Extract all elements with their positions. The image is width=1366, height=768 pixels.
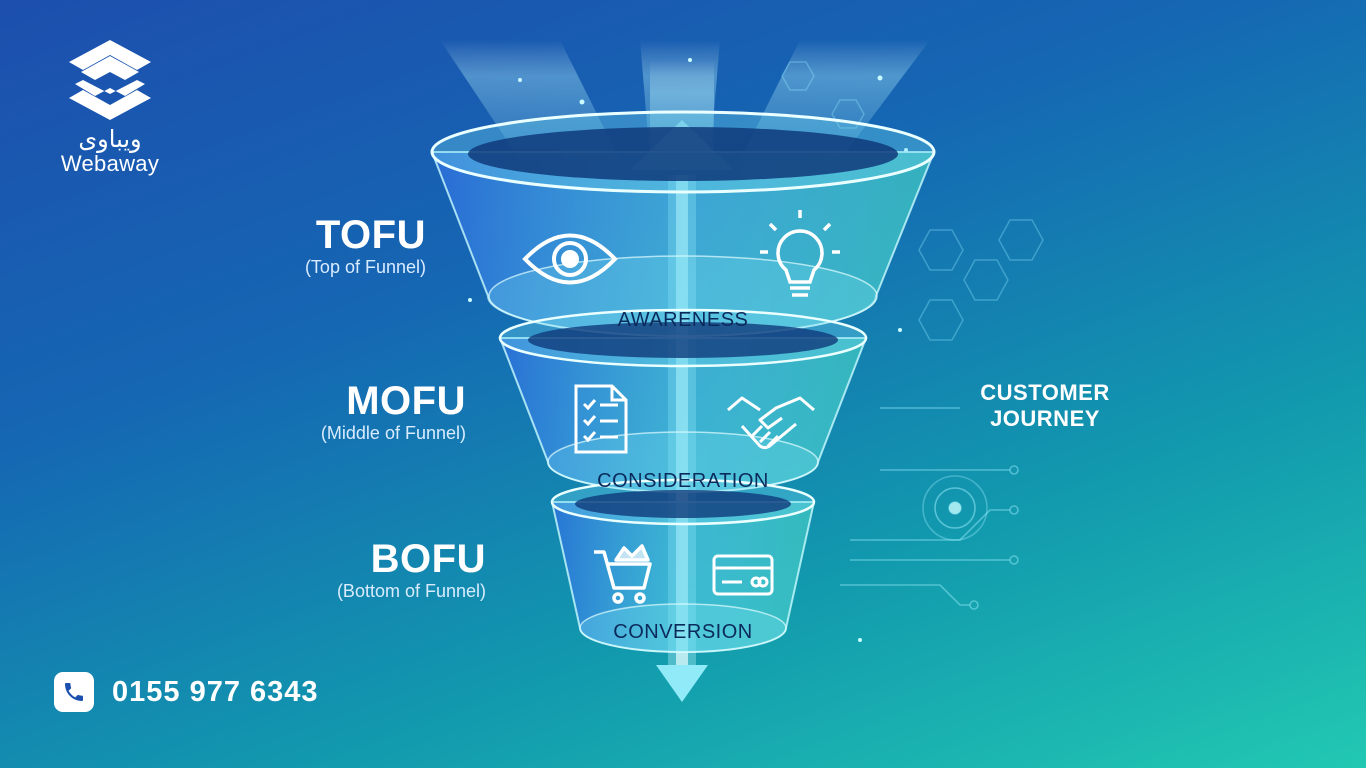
stage-abbr: BOFU bbox=[370, 537, 486, 581]
stage-label-awareness: AWARENESS bbox=[618, 309, 749, 331]
contact-block: 0155 977 6343 bbox=[54, 672, 319, 712]
journey-line-1: CUSTOMER bbox=[980, 380, 1110, 405]
lightbulb-icon bbox=[760, 210, 840, 297]
stage-mofu: MOFU (Middle of Funnel) bbox=[236, 380, 466, 444]
funnel-tier-awareness bbox=[430, 110, 936, 337]
funnel-tier-conversion bbox=[550, 478, 816, 653]
funnel-tier-consideration bbox=[498, 308, 868, 493]
phone-number[interactable]: 0155 977 6343 bbox=[112, 675, 319, 708]
stage-full-name: (Middle of Funnel) bbox=[320, 423, 466, 443]
stage-bofu: BOFU (Bottom of Funnel) bbox=[256, 538, 486, 602]
brand-block: ويباوى Webaway bbox=[40, 38, 180, 176]
hexagon-pattern bbox=[781, 61, 1044, 341]
stage-full-name: (Top of Funnel) bbox=[304, 257, 426, 277]
journey-line-2: JOURNEY bbox=[990, 406, 1100, 431]
phone-icon bbox=[54, 672, 94, 712]
checklist-document-icon bbox=[574, 384, 628, 454]
handshake-icon bbox=[727, 396, 815, 450]
customer-journey-label: CUSTOMER JOURNEY bbox=[940, 380, 1150, 432]
brand-name: Webaway bbox=[60, 151, 160, 176]
stage-label-conversion: CONVERSION bbox=[613, 621, 752, 643]
eye-icon bbox=[522, 233, 618, 285]
stage-abbr: MOFU bbox=[346, 379, 466, 423]
credit-card-icon bbox=[712, 554, 774, 596]
stage-label-consideration: CONSIDERATION bbox=[597, 470, 769, 492]
shopping-cart-icon bbox=[594, 544, 652, 604]
stage-abbr: TOFU bbox=[315, 213, 426, 257]
stage-tofu: TOFU (Top of Funnel) bbox=[220, 214, 426, 278]
brand-arabic-name: ويباوى bbox=[78, 125, 142, 153]
stage-full-name: (Bottom of Funnel) bbox=[336, 581, 486, 601]
circuit-lines bbox=[840, 407, 1019, 610]
webaway-logo-icon bbox=[69, 40, 151, 120]
